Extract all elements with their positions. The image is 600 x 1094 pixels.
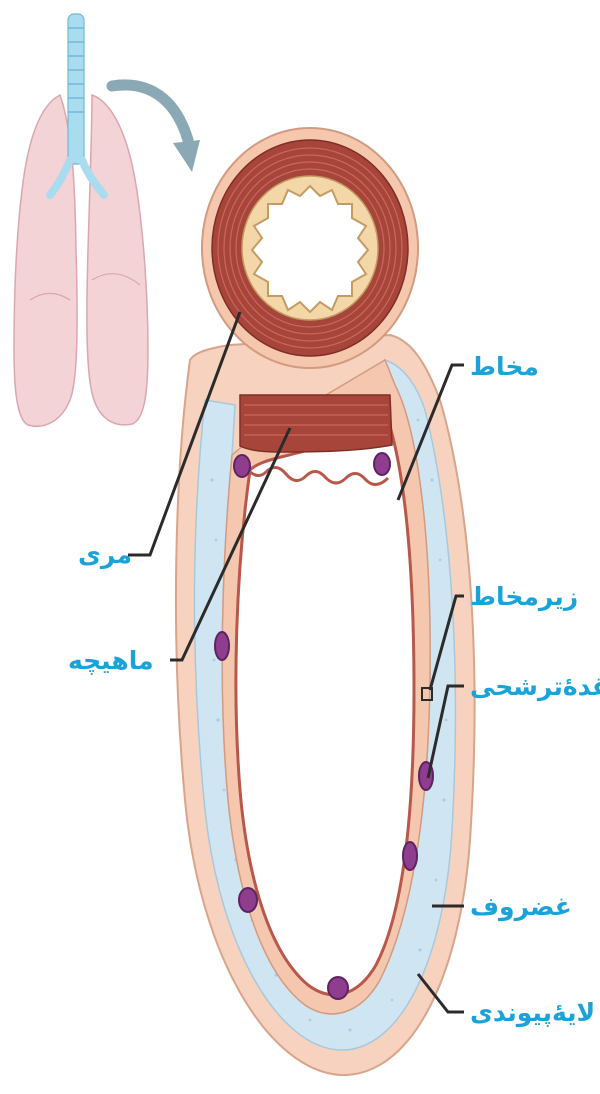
- label-mucosa: مخاط: [470, 352, 539, 382]
- gland: [239, 888, 257, 912]
- label-cartilage: غضروف: [470, 892, 572, 922]
- right-lung: [87, 95, 148, 425]
- esophagus: [202, 128, 418, 368]
- gland: [328, 977, 348, 999]
- gland: [403, 842, 417, 870]
- label-muscle: ماهیچه: [68, 646, 154, 676]
- gland: [215, 632, 229, 660]
- label-esophagus: مری: [78, 540, 132, 570]
- gland: [234, 455, 250, 477]
- lumen-shape: [236, 420, 414, 995]
- small-trachea: [68, 14, 84, 164]
- label-connective-layer: لایهٔ‌پیوندی: [470, 998, 595, 1028]
- trachealis-muscle-shape: [240, 395, 392, 452]
- trachea-cross-section: [176, 335, 475, 1075]
- label-secretory-gland: غدهٔ‌ترشحی: [470, 672, 600, 702]
- gland: [374, 453, 390, 475]
- esophagus-lumen: [252, 186, 368, 312]
- label-submucosa: زیرمخاط: [470, 582, 578, 612]
- lungs-thumbnail: [14, 14, 148, 426]
